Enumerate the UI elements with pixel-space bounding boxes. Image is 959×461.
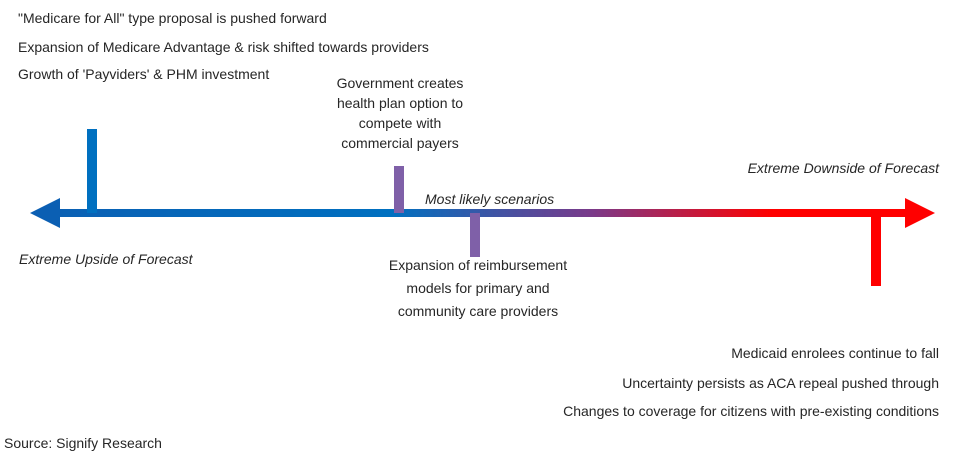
- upside-marker: [87, 129, 97, 213]
- upside-driver-1: "Medicare for All" type proposal is push…: [18, 10, 327, 26]
- downside-marker: [871, 213, 881, 286]
- reimbursement-marker: [470, 213, 480, 257]
- extreme-upside-label: Extreme Upside of Forecast: [19, 251, 193, 267]
- extreme-downside-label: Extreme Downside of Forecast: [747, 160, 939, 176]
- reimbursement-expansion-text: Expansion of reimbursement models for pr…: [388, 257, 568, 319]
- forecast-axis-line: [52, 209, 912, 217]
- downside-driver-3: Changes to coverage for citizens with pr…: [563, 403, 939, 419]
- left-arrowhead: [30, 198, 60, 228]
- government-option-text: Government creates health plan option to…: [336, 75, 464, 151]
- source-note: Source: Signify Research: [4, 435, 162, 451]
- most-likely-label: Most likely scenarios: [425, 191, 555, 207]
- downside-driver-1: Medicaid enrolees continue to fall: [731, 345, 939, 361]
- downside-driver-2: Uncertainty persists as ACA repeal pushe…: [622, 375, 939, 391]
- upside-driver-3: Growth of 'Payviders' & PHM investment: [18, 66, 270, 82]
- government-option-marker: [394, 166, 404, 213]
- upside-driver-2: Expansion of Medicare Advantage & risk s…: [18, 39, 429, 55]
- right-arrowhead: [905, 198, 935, 228]
